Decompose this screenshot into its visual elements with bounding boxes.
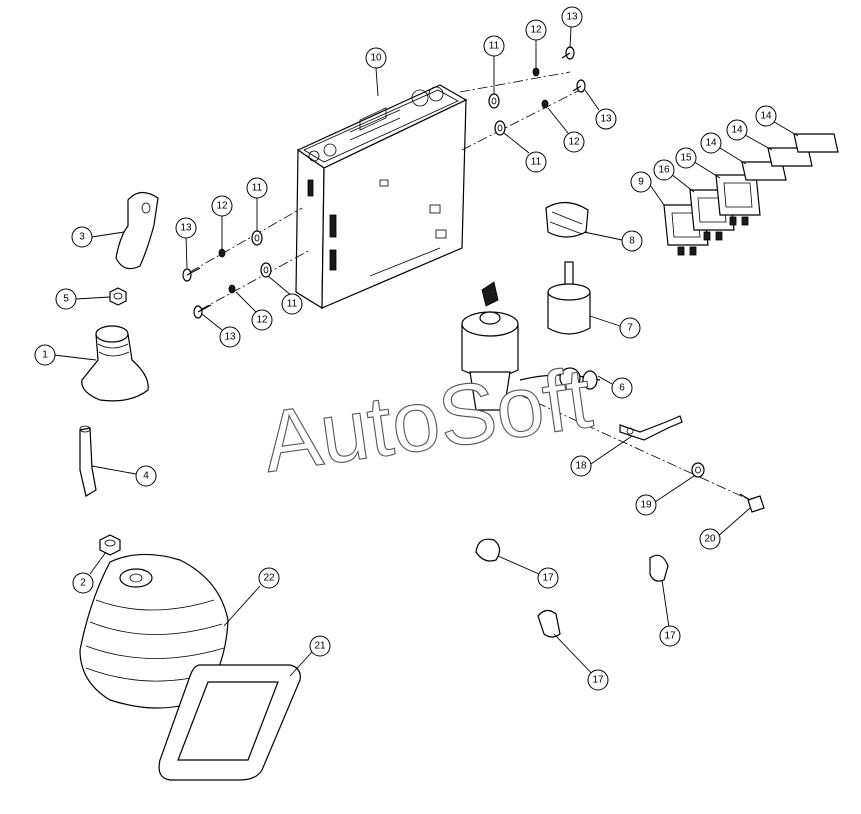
callout-13: 13 [175, 217, 197, 239]
svg-text:21: 21 [314, 641, 326, 652]
callout-7: 7 [619, 317, 641, 339]
svg-text:9: 9 [638, 177, 644, 188]
svg-text:13: 13 [224, 332, 236, 343]
callout-11: 11 [525, 151, 547, 173]
callout-5: 5 [55, 288, 77, 310]
svg-text:18: 18 [575, 461, 587, 472]
svg-text:15: 15 [680, 153, 692, 164]
callout-18: 18 [570, 455, 592, 477]
callout-13: 13 [595, 108, 617, 130]
callout-13: 13 [561, 6, 583, 28]
svg-text:1: 1 [42, 350, 48, 361]
washer-11 [251, 93, 506, 278]
assembly-axis [459, 71, 571, 93]
screw-13 [182, 46, 586, 319]
radio-unit [295, 84, 468, 310]
assembly-axis [461, 89, 581, 151]
callout-17: 17 [537, 567, 559, 589]
svg-text:13: 13 [180, 223, 192, 234]
callout-17: 17 [659, 625, 681, 647]
svg-text:8: 8 [629, 236, 635, 247]
callout-4: 4 [135, 465, 157, 487]
knob-8 [545, 201, 589, 238]
nut-5 [109, 287, 127, 306]
callout-22: 22 [258, 567, 280, 589]
boot-1 [81, 325, 149, 402]
svg-text:20: 20 [704, 534, 716, 545]
callout-9: 9 [630, 171, 652, 193]
watermark: AutoSoft [257, 350, 597, 491]
svg-text:22: 22 [263, 573, 275, 584]
assembly-axis [199, 249, 311, 311]
svg-text:11: 11 [252, 183, 263, 194]
callout-12: 12 [563, 131, 585, 153]
callout-1: 1 [34, 344, 56, 366]
knob-7 [547, 261, 591, 335]
svg-text:11: 11 [489, 41, 500, 52]
svg-text:13: 13 [566, 12, 578, 23]
svg-text:7: 7 [627, 323, 633, 334]
bracket-18 [619, 415, 683, 441]
svg-text:17: 17 [542, 573, 554, 584]
callout-11: 11 [281, 293, 303, 315]
rod-4 [79, 427, 97, 497]
callout-12: 12 [251, 309, 273, 331]
svg-text:4: 4 [143, 471, 149, 482]
callouts: 10 11 12 13 13 12 11 14 14 14 15 16 9 11… [34, 6, 777, 691]
svg-text:11: 11 [531, 157, 542, 168]
svg-text:2: 2 [80, 578, 86, 589]
svg-text:12: 12 [256, 315, 268, 326]
washer-19 [691, 462, 705, 478]
callout-3: 3 [71, 226, 93, 248]
callout-14: 14 [700, 132, 722, 154]
callout-12: 12 [211, 195, 233, 217]
svg-text:12: 12 [530, 25, 542, 36]
svg-text:13: 13 [600, 114, 612, 125]
svg-text:3: 3 [79, 232, 85, 243]
bolt-20 [739, 493, 765, 513]
callout-13: 13 [219, 326, 241, 348]
svg-text:10: 10 [370, 53, 382, 64]
svg-text:14: 14 [731, 125, 743, 136]
callout-8: 8 [621, 230, 643, 252]
lever-grip [115, 191, 159, 270]
callout-14: 14 [755, 105, 777, 127]
assembly-axis [189, 207, 303, 273]
callout-11: 11 [483, 35, 505, 57]
svg-text:17: 17 [592, 675, 604, 686]
callout-6: 6 [611, 377, 633, 399]
clip-17 [475, 538, 669, 638]
callout-16: 16 [653, 159, 675, 181]
frame-21 [158, 664, 301, 781]
svg-text:11: 11 [287, 299, 298, 310]
callout-20: 20 [699, 528, 721, 550]
callout-15: 15 [675, 147, 697, 169]
callout-14: 14 [726, 119, 748, 141]
nut-2 [99, 534, 121, 556]
callout-10: 10 [365, 47, 387, 69]
callout-21: 21 [309, 635, 331, 657]
svg-text:19: 19 [640, 500, 652, 511]
svg-text:5: 5 [63, 294, 69, 305]
svg-text:6: 6 [619, 383, 625, 394]
callout-2: 2 [72, 572, 94, 594]
callout-12: 12 [525, 19, 547, 41]
svg-text:12: 12 [568, 137, 580, 148]
svg-text:12: 12 [216, 201, 228, 212]
callout-17: 17 [587, 669, 609, 691]
callout-11: 11 [246, 177, 268, 199]
callout-19: 19 [635, 494, 657, 516]
svg-text:17: 17 [664, 631, 676, 642]
rocker-switches [663, 133, 839, 256]
ignition-switch [461, 281, 601, 411]
svg-text:16: 16 [658, 165, 670, 176]
svg-text:14: 14 [705, 138, 717, 149]
assembly-axis [519, 394, 751, 501]
svg-text:14: 14 [760, 111, 772, 122]
